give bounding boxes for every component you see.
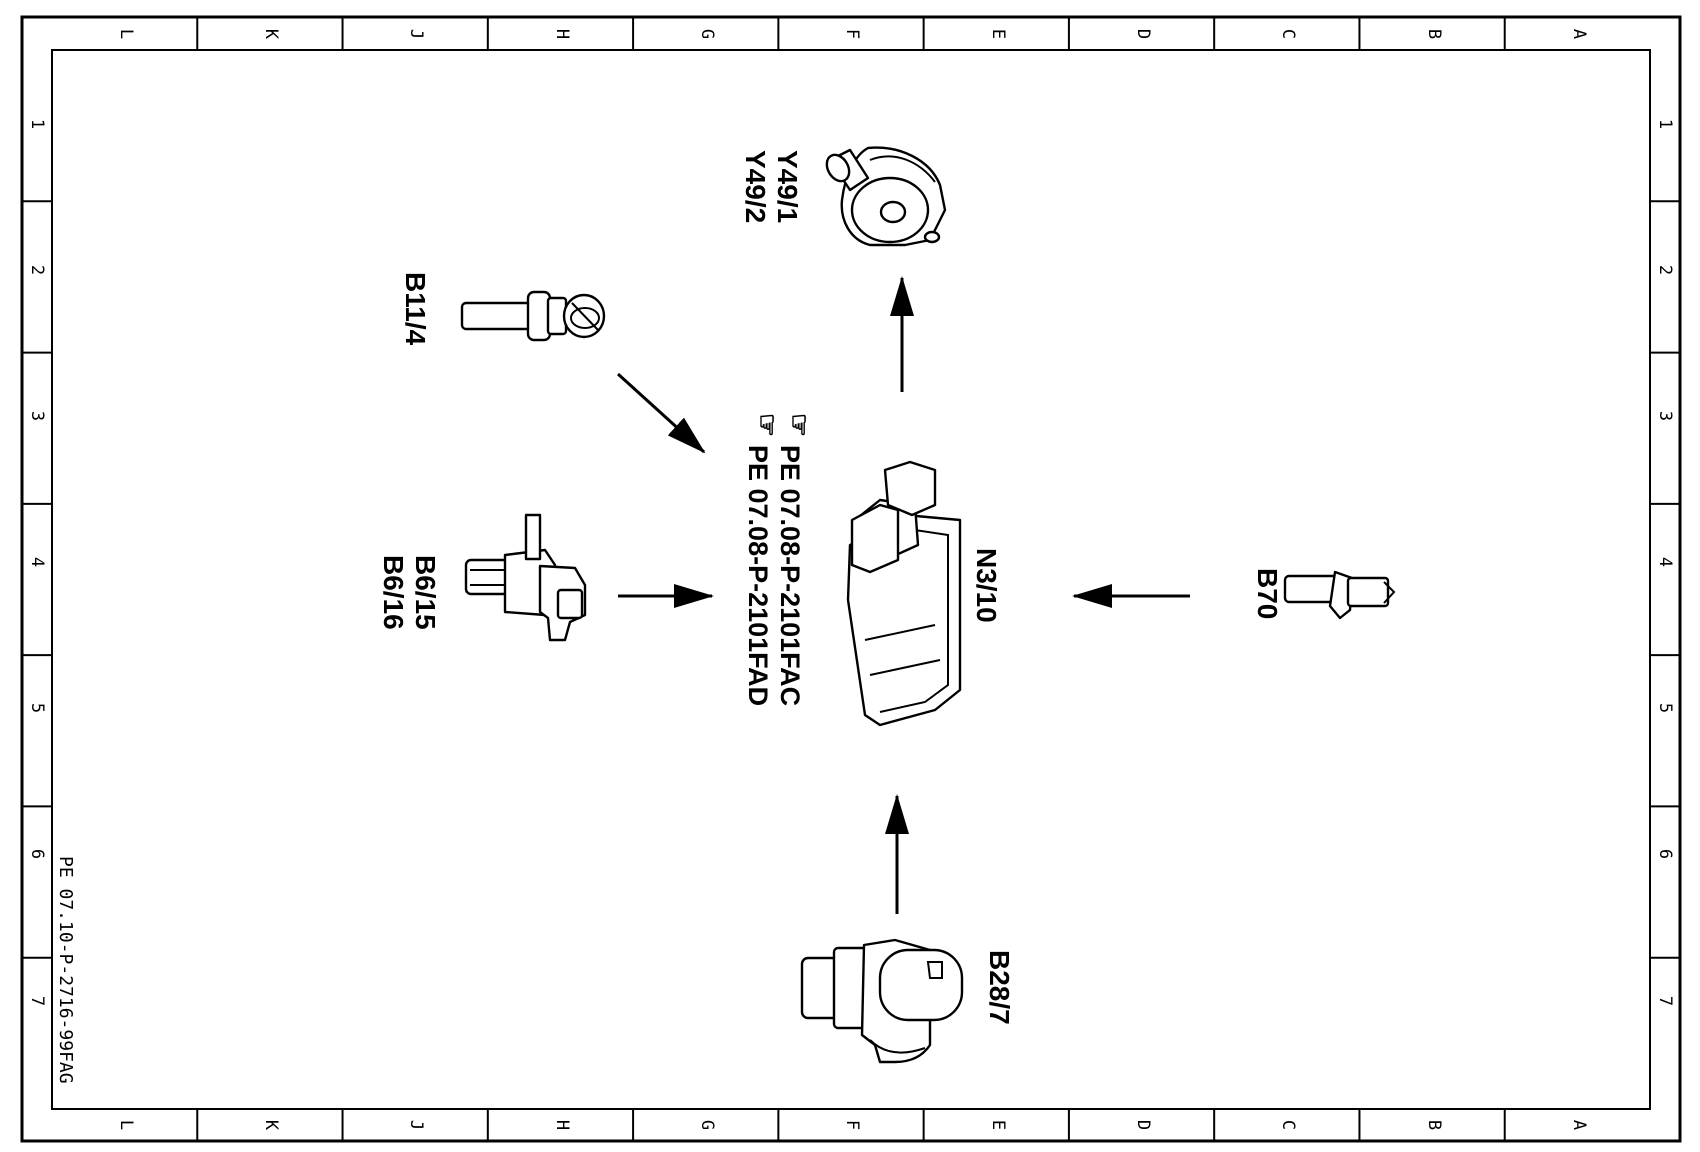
reference-item[interactable]: ☞ PE 07.08-P-2101FAD	[743, 413, 782, 706]
crankshaft-sensor-drawing	[1283, 570, 1396, 620]
zone-letter: K	[261, 29, 281, 40]
inner-frame	[51, 49, 1651, 1110]
document-number: PE 07.10-P-2716-99FAG	[55, 856, 76, 1084]
zone-letter: F	[842, 29, 862, 39]
coolant-sensor-drawing	[460, 290, 606, 342]
camshaft-solenoid-drawing	[825, 146, 947, 247]
zone-number: 7	[27, 996, 47, 1006]
control-unit-drawing	[846, 460, 962, 727]
zone-letter: F	[842, 1120, 862, 1130]
zone-letter: G	[697, 1120, 717, 1130]
zone-letter: H	[552, 29, 572, 39]
pressure-sensor-drawing	[800, 938, 964, 1064]
zone-letter: B	[1424, 1120, 1444, 1130]
zone-letter: A	[1569, 29, 1589, 39]
label-b70: B70	[1252, 568, 1283, 619]
zone-number: 4	[27, 557, 47, 567]
zone-numbers-right: 1 2 3 4 5 6 7	[1655, 119, 1675, 1006]
reference-list: ☞ PE 07.08-P-2101FAC ☞ PE 07.08-P-2101FA…	[743, 413, 814, 706]
arrow-from-coolant-sensor	[616, 372, 706, 454]
outer-frame	[20, 15, 1682, 1143]
zone-letter: L	[116, 1120, 136, 1130]
signal-arrows	[616, 276, 1190, 914]
zone-letters-top: L K J H G F E D C B A	[116, 29, 1589, 40]
zone-letter: C	[1278, 1120, 1298, 1130]
zone-letter: E	[988, 1120, 1008, 1130]
zone-number: 4	[1655, 557, 1675, 567]
zone-number: 6	[27, 849, 47, 859]
zone-letter: C	[1278, 29, 1298, 39]
zone-number: 3	[27, 411, 47, 421]
reference-item[interactable]: ☞ PE 07.08-P-2101FAC	[775, 413, 814, 706]
zone-letter: B	[1424, 29, 1444, 39]
zone-letter: D	[1133, 1120, 1153, 1130]
zone-number: 1	[27, 119, 47, 129]
zone-letter: L	[116, 29, 136, 39]
zone-number: 5	[27, 703, 47, 713]
zone-number: 1	[1655, 119, 1675, 129]
pointing-hand-icon: ☞	[784, 413, 814, 437]
zone-number: 6	[1655, 849, 1675, 859]
zone-letter: J	[406, 1120, 426, 1130]
reference-code[interactable]: PE 07.08-P-2101FAD	[743, 445, 773, 706]
reference-code[interactable]: PE 07.08-P-2101FAC	[775, 445, 805, 706]
zone-letter: J	[406, 29, 426, 39]
zone-letter: A	[1569, 1120, 1589, 1130]
zone-number: 2	[1655, 265, 1675, 275]
label-y49-1: Y49/1	[772, 150, 803, 223]
zone-number: 5	[1655, 703, 1675, 713]
zone-numbers-left: 1 2 3 4 5 6 7	[27, 119, 47, 1006]
zone-letter: H	[552, 1120, 572, 1130]
label-b11-4: B11/4	[400, 272, 431, 346]
label-b6-15: B6/15	[410, 555, 441, 630]
zone-letters-bottom: L K J H G F E D C B A	[116, 1120, 1589, 1131]
zone-letter: K	[261, 1120, 281, 1131]
zone-letter: D	[1133, 29, 1153, 39]
pointing-hand-icon: ☞	[752, 413, 782, 437]
zone-number: 2	[27, 265, 47, 275]
zone-letter: E	[988, 29, 1008, 39]
zone-letter: G	[697, 29, 717, 39]
zone-number: 3	[1655, 411, 1675, 421]
zone-number: 7	[1655, 996, 1675, 1006]
zone-grid	[22, 17, 1680, 1141]
label-b28-7: B28/7	[984, 950, 1015, 1025]
label-y49-2: Y49/2	[740, 150, 771, 223]
camshaft-sensor-drawing	[464, 513, 587, 642]
label-n3-10: N3/10	[971, 548, 1002, 623]
label-b6-16: B6/16	[378, 555, 409, 630]
